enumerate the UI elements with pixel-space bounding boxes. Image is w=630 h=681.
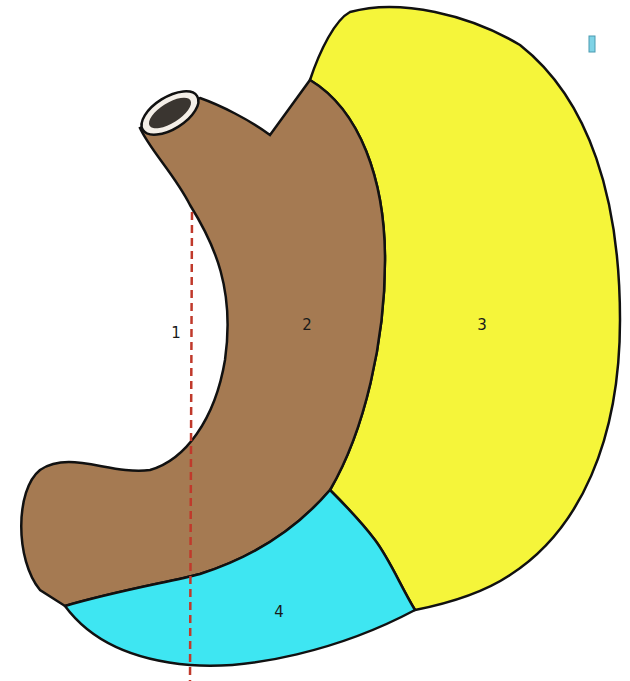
callout-number: 3 (477, 318, 487, 333)
corner-mark (589, 36, 595, 52)
callout-number: 2 (302, 318, 312, 333)
esophagus-opening (134, 82, 205, 143)
greater-curvature-region (65, 490, 415, 666)
esophagus-lumen (144, 92, 195, 134)
callout-number: 4 (274, 605, 284, 620)
callout-number: 1 (171, 326, 181, 341)
dashed-reference-line (190, 212, 192, 681)
